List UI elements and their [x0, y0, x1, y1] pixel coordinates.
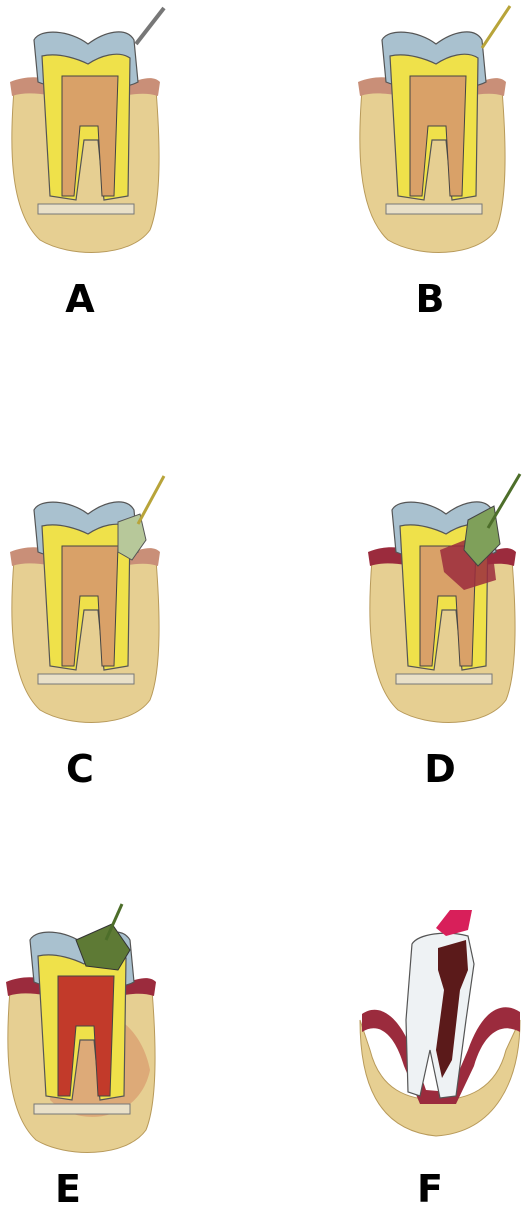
- root-plate-d: [396, 674, 492, 684]
- tooth-diagram-b: [350, 0, 522, 260]
- probe-c: [138, 476, 164, 524]
- panel-f: F: [356, 900, 522, 1214]
- panel-e: E: [0, 900, 200, 1214]
- probe-d: [488, 474, 520, 528]
- panel-label: B: [400, 280, 460, 318]
- panel-label: E: [38, 1170, 98, 1208]
- panel-label: A: [50, 280, 110, 318]
- tooth-diagram-e: [0, 900, 200, 1160]
- panel-c: C: [0, 470, 200, 800]
- root-plate-a: [38, 204, 134, 214]
- panel-label: C: [50, 750, 110, 788]
- tooth-diagram-c: [0, 470, 200, 730]
- tooth-diagram-d: [360, 470, 522, 730]
- panel-label: F: [400, 1170, 460, 1208]
- tooth-diagram-a: [0, 0, 200, 260]
- panel-a: A: [0, 0, 200, 330]
- root-plate-e: [34, 1104, 130, 1114]
- panel-label: D: [410, 750, 470, 788]
- root-plate-b: [386, 204, 482, 214]
- probe-a: [136, 8, 164, 44]
- panel-d: D: [360, 470, 522, 800]
- crown-fragment-f: [436, 910, 472, 936]
- probe-b: [482, 6, 510, 48]
- panel-b: B: [350, 0, 522, 330]
- tooth-diagram-f: [356, 900, 522, 1160]
- root-plate-c: [38, 674, 134, 684]
